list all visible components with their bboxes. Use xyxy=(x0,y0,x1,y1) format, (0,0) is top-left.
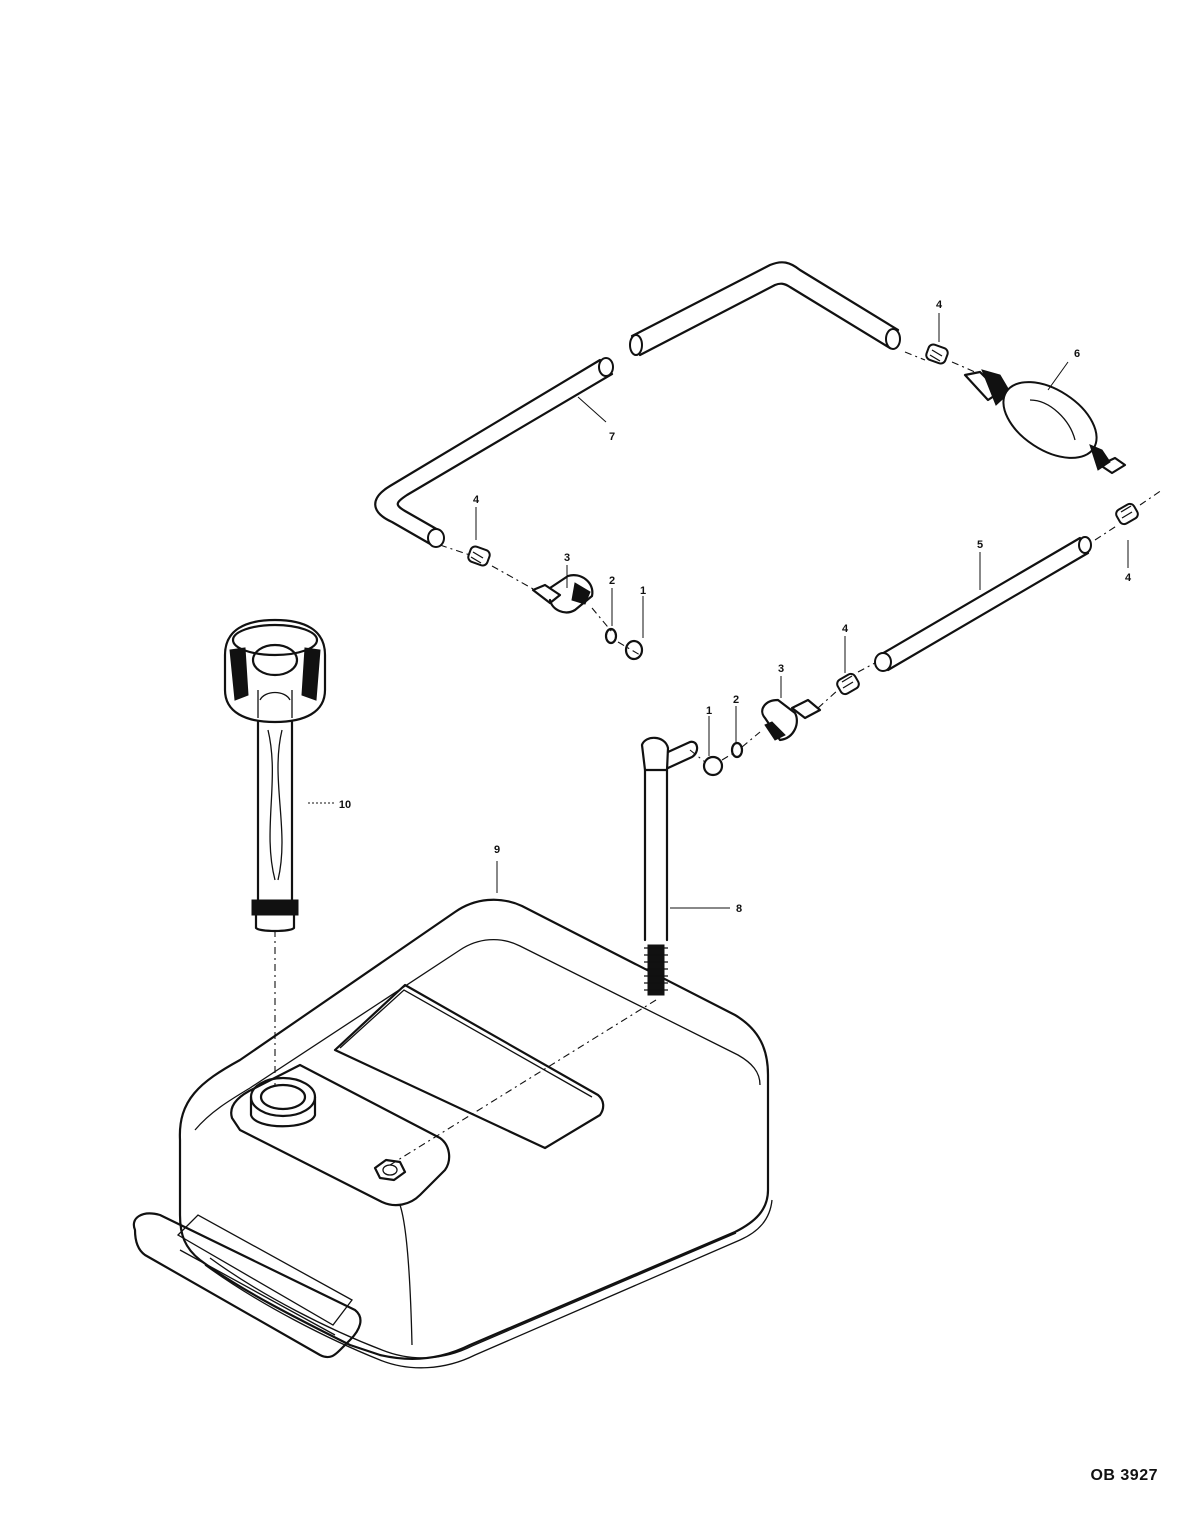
callout-3: 3 xyxy=(778,663,784,675)
callout-4: 4 xyxy=(842,623,849,635)
callout-4: 4 xyxy=(473,494,480,506)
callout-6: 6 xyxy=(1074,348,1080,360)
callout-4: 4 xyxy=(936,299,943,311)
primer-bulb xyxy=(963,369,1127,475)
o-rings xyxy=(604,627,744,777)
figure-code: OB 3927 xyxy=(1090,1467,1158,1484)
hose-clamps xyxy=(467,343,1139,696)
pickup-tube xyxy=(640,736,699,996)
callout-5: 5 xyxy=(977,539,983,551)
fuel-hose-5 xyxy=(874,536,1092,672)
connector-upper xyxy=(531,574,594,614)
callout-1: 1 xyxy=(640,585,646,597)
connector-lower xyxy=(761,698,822,742)
leader-lines xyxy=(308,313,1129,909)
callout-1: 1 xyxy=(706,705,712,717)
callout-9: 9 xyxy=(494,844,500,856)
callout-7: 7 xyxy=(609,431,615,443)
callout-8: 8 xyxy=(736,903,742,915)
fuel-hose-7 xyxy=(374,261,901,548)
fuel-gauge xyxy=(223,618,327,933)
callout-10: 10 xyxy=(339,799,351,811)
callout-2: 2 xyxy=(609,575,615,587)
callout-2: 2 xyxy=(733,694,739,706)
callout-4: 4 xyxy=(1125,572,1132,584)
fuel-tank xyxy=(132,898,773,1369)
callout-labels: 1 1 2 2 3 3 4 4 4 4 5 6 7 8 9 10 xyxy=(339,299,1132,915)
callout-3: 3 xyxy=(564,552,570,564)
assembly-lines xyxy=(274,351,1163,1166)
